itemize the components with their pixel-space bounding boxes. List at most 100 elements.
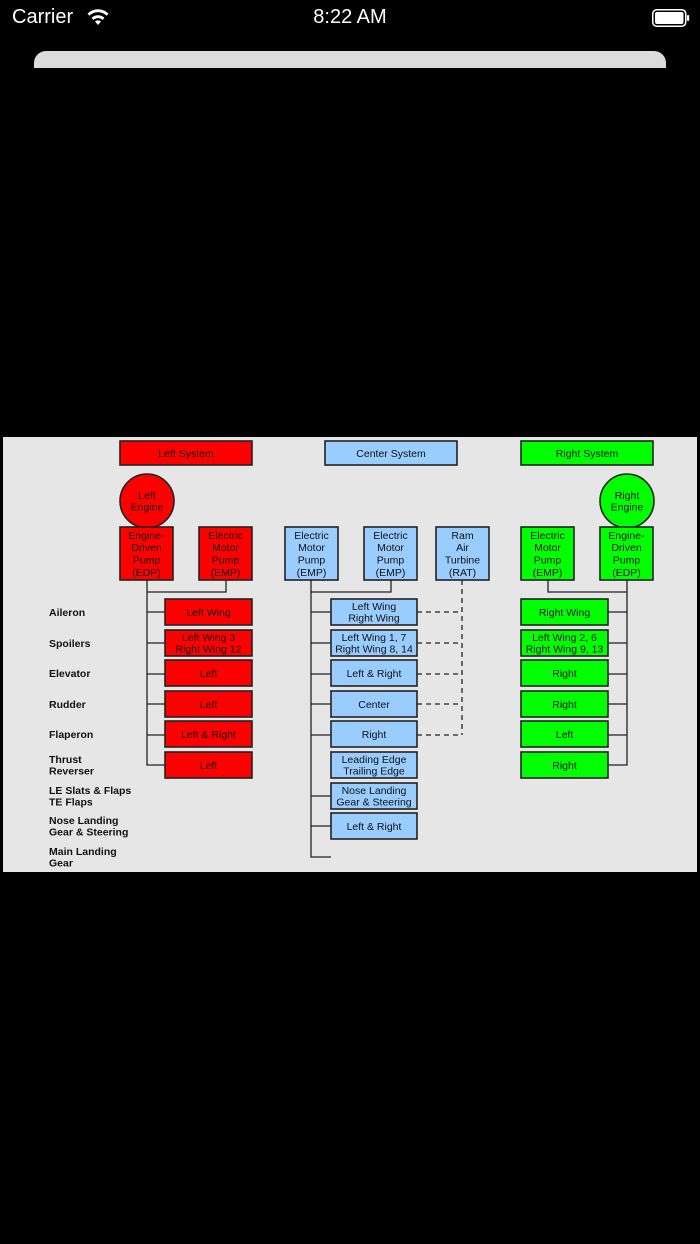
center-emp-2-label: (EMP)	[376, 567, 406, 579]
row-label-text: Thrust	[49, 754, 82, 766]
right-output-2-label: Right Wing 9, 13	[526, 644, 604, 656]
center-system-header: Center System	[324, 440, 458, 466]
left-edp-label: (EDP)	[132, 567, 161, 579]
left-emp-label: Motor	[212, 542, 239, 554]
center-output-6-label: Trailing Edge	[343, 766, 405, 778]
left-engine-label: Engine	[131, 502, 164, 514]
center-rat-label: Air	[456, 542, 469, 554]
sheet-handle[interactable]	[34, 51, 666, 68]
right-emp-label: Motor	[534, 542, 561, 554]
center-system-header-label: Center System	[356, 448, 426, 460]
row-label: Elevator	[49, 668, 90, 680]
right-output-2-label: Left Wing 2, 6	[532, 632, 597, 644]
right-edp-label: (EDP)	[612, 567, 641, 579]
row-label: Aileron	[49, 607, 85, 619]
center-emp-2-label: Pump	[377, 554, 405, 566]
right-edp-label: Driven	[611, 542, 642, 554]
right-output-4-label: Right	[552, 699, 577, 711]
center-output-1-label: Left Wing	[352, 601, 397, 613]
center-output-1-label: Right Wing	[348, 613, 400, 625]
wifi-icon	[86, 7, 110, 32]
center-output-4: Center	[330, 690, 418, 718]
center-output-4-label: Center	[358, 699, 390, 711]
center-rat-label: Turbine	[445, 554, 480, 566]
row-label-text: Gear & Steering	[49, 827, 128, 839]
row-label-text: Main Landing	[49, 846, 117, 858]
right-emp-label: Pump	[534, 554, 562, 566]
row-label: Rudder	[49, 699, 86, 711]
right-edp-label: Pump	[613, 554, 641, 566]
left-output-4: Left	[164, 690, 253, 718]
left-output-5: Left & Right	[164, 720, 253, 748]
row-label-text: Elevator	[49, 668, 90, 680]
right-output-4: Right	[520, 690, 609, 718]
row-label: Spoilers	[49, 638, 91, 650]
left-output-5-label: Left & Right	[181, 729, 236, 741]
left-output-3: Left	[164, 659, 253, 687]
center-rat-label: Ram	[451, 530, 473, 542]
left-output-6: Left	[164, 751, 253, 779]
row-label: Flaperon	[49, 729, 93, 741]
center-emp-2-label: Electric	[373, 530, 407, 542]
left-output-2-label: Right Wing 12	[176, 644, 242, 656]
row-label-text: Reverser	[49, 766, 94, 778]
right-output-3: Right	[520, 659, 609, 687]
left-output-1-label: Left Wing	[186, 607, 231, 619]
center-output-2-label: Left Wing 1, 7	[342, 632, 407, 644]
center-output-6-label: Leading Edge	[342, 754, 407, 766]
row-label-text: Spoilers	[49, 638, 91, 650]
left-emp-label: Pump	[212, 554, 240, 566]
right-system-header-label: Right System	[556, 448, 619, 460]
rat-dashed-lines	[417, 580, 463, 736]
right-engine-label: Engine	[611, 502, 644, 514]
right-emp-label: (EMP)	[533, 567, 563, 579]
center-output-5: Right	[330, 720, 418, 748]
center-emp-1-label: (EMP)	[297, 567, 327, 579]
left-output-6-label: Left	[200, 760, 218, 772]
right-output-3-label: Right	[552, 668, 577, 680]
center-rat-label: (RAT)	[449, 567, 476, 579]
right-system-header: Right System	[520, 440, 654, 466]
right-output-5-label: Left	[556, 729, 574, 741]
left-system-header-label: Left System	[158, 448, 214, 460]
left-emp-label: (EMP)	[211, 567, 241, 579]
row-label-text: LE Slats & Flaps	[49, 785, 131, 797]
left-edp-label: Pump	[133, 554, 161, 566]
right-output-1: Right Wing	[520, 598, 609, 626]
battery-full-icon	[652, 9, 690, 27]
center-emp-1-label: Pump	[298, 554, 326, 566]
clock: 8:22 AM	[313, 6, 387, 28]
status-bar: Carrier 8:22 AM	[0, 0, 700, 40]
left-system-header: Left System	[119, 440, 253, 466]
left-engine-label: Left	[138, 490, 156, 502]
right-output-6-label: Right	[552, 760, 577, 772]
right-output-6: Right	[520, 751, 609, 779]
left-emp-label: Electric	[208, 530, 242, 542]
carrier-label: Carrier	[12, 6, 74, 28]
center-output-3: Left & Right	[330, 659, 418, 687]
center-output-8: Left & Right	[330, 812, 418, 840]
right-emp-label: Electric	[530, 530, 564, 542]
center-emp-1-label: Electric	[294, 530, 328, 542]
right-output-5: Left	[520, 720, 609, 748]
left-output-1: Left Wing	[164, 598, 253, 626]
center-output-8-label: Left & Right	[347, 821, 402, 833]
right-edp-label: Engine-	[608, 530, 645, 542]
center-output-2-label: Right Wing 8, 14	[335, 644, 413, 656]
left-output-4-label: Left	[200, 699, 218, 711]
row-label-text: TE Flaps	[49, 797, 93, 809]
